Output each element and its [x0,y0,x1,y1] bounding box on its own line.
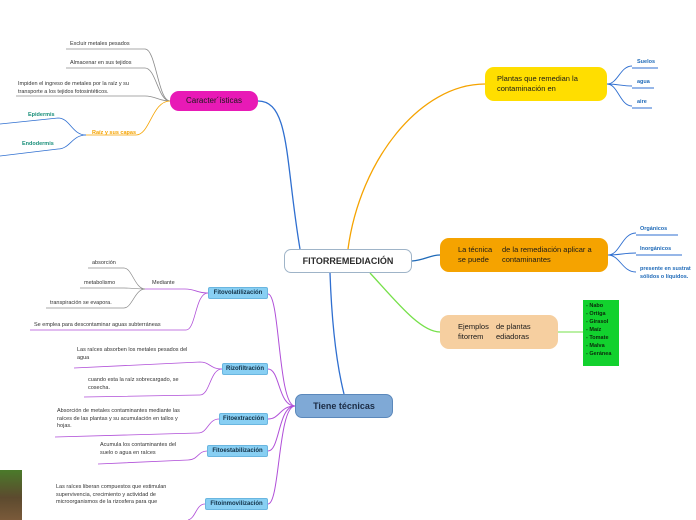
link-organicos [607,232,637,256]
tecnica-fitoestabilizacion[interactable]: Fitoestabilización [207,445,268,457]
ejemplos-plant-list[interactable]: - Nabo - Ortiga - Girasol - Maíz - Tomat… [583,300,619,366]
link-endodermis [0,134,87,157]
link-tecnica [411,254,441,262]
item-epidermis[interactable]: Epidermis [28,112,55,118]
node-tecnica[interactable]: La técnica se puede de la remediación ap… [440,238,608,272]
link-estabilizacion-note [97,450,208,465]
link-almacenar [66,67,171,102]
node-tecnica-label-left: La técnica se puede [458,245,493,264]
node-caracteristicas[interactable]: Caracter´ísticas [170,91,258,111]
node-tecnica-label-right: de la remediación aplicar a contaminante… [502,245,592,264]
link-rizo-2 [83,368,223,398]
link-caracteristicas [257,100,301,250]
tecnica-rizofiltracion[interactable]: Rizofiltración [222,363,268,375]
note-fitovolatilizacion[interactable]: Se emplea para descontaminar aguas subte… [34,322,161,328]
link-fitovolatilizacion [267,293,296,407]
item-agua[interactable]: agua [637,79,650,85]
link-tecnicas [329,272,345,395]
node-tiene-tecnicas[interactable]: Tiene técnicas [295,394,393,418]
link-remedian [347,83,486,250]
link-note-volat [30,292,209,331]
note-fitoinmovilizacion[interactable]: Las raíces liberan compuestos que estimu… [56,484,167,505]
item-suelos[interactable]: Suelos [637,59,656,65]
item-aire[interactable]: aire [637,99,647,105]
link-suelos [606,65,633,85]
item-transpiracion[interactable]: transpiración se evapora. [50,300,112,306]
link-ejemplos [369,272,441,333]
node-ejemplos[interactable]: Ejemplos fitorrem de plantas ediadoras [440,315,558,349]
note-fitoextraccion[interactable]: Absorción de metales contaminantes media… [57,408,180,429]
link-aire [606,83,633,107]
link-transpiracion [46,288,146,309]
plant-root-image [0,470,22,520]
item-raiz-capas[interactable]: Raíz y sus capas [92,130,137,136]
tecnica-fitoextraccion[interactable]: Fitoextracción [219,413,268,425]
item-impiden[interactable]: Impiden el ingreso de metales por la raí… [18,81,129,95]
tecnica-fitoinmovilizacion[interactable]: Fitoinmovilización [205,498,268,510]
link-epidermis [0,117,87,136]
link-absorcion [88,267,146,290]
node-plantas-remedian[interactable]: Plantas que remedian la contaminación en [485,67,607,101]
link-fitoinmovilizacion [267,405,296,505]
link-raiz [86,100,171,136]
item-endodermis[interactable]: Endodermis [22,141,54,147]
item-sustrato[interactable]: presente en sustrat sólidos o líquidos. [640,266,691,280]
link-inmovilizacion-note [187,503,206,520]
node-ejemplos-label-left: Ejemplos fitorrem [458,322,489,341]
link-rizofiltracion [267,368,296,407]
item-metabolismo[interactable]: metabolismo [84,280,116,286]
link-metabolismo [80,287,146,290]
label-mediante: Mediante [152,280,175,286]
node-ejemplos-label-right: de plantas ediadoras [496,322,531,341]
item-almacenar[interactable]: Almacenar en sus tejidos [70,60,132,66]
link-mediante [145,288,209,294]
link-excluir [66,48,171,102]
link-sustrato [607,254,637,273]
item-absorcion[interactable]: absorción [92,260,116,266]
central-topic[interactable]: FITORREMEDIACIÓN [284,249,412,273]
node-plantas-remedian-label: Plantas que remedian la contaminación en [497,74,578,93]
item-excluir[interactable]: Excluir metales pesados [70,41,130,47]
item-inorganicos[interactable]: Inorgánicos [640,246,672,252]
note-rizofiltracion-1[interactable]: Las raíces absorben los metales pesados … [77,347,188,361]
link-impiden [16,95,171,102]
note-rizofiltracion-2[interactable]: cuando esta la raíz sobrecargado, se cos… [88,377,179,391]
note-fitoestabilizacion[interactable]: Acumula los contaminantes del suelo o ag… [100,442,177,456]
link-extraccion-note [54,418,220,438]
tecnica-fitovolatilizacion[interactable]: Fitovolatilización [208,287,268,299]
item-organicos[interactable]: Orgánicos [640,226,668,232]
link-fitoestabilizacion [267,405,296,452]
link-rizo-1 [73,361,223,370]
